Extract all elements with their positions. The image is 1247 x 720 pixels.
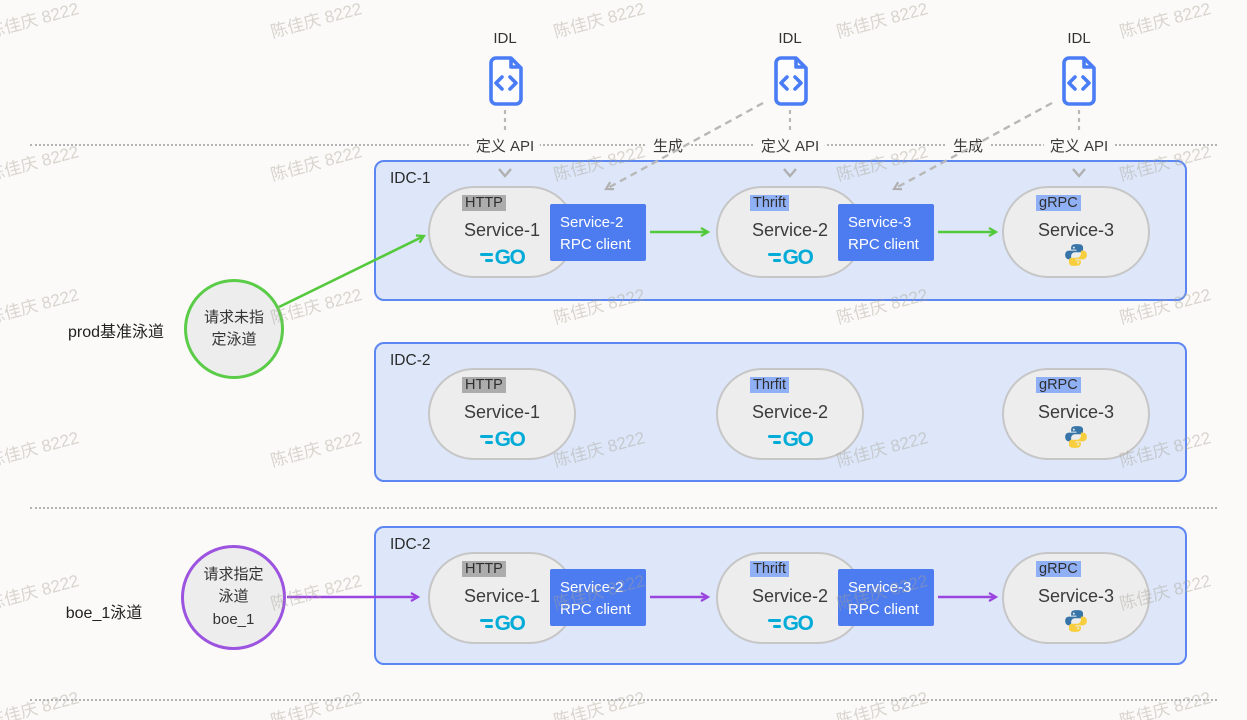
idl-label-3: IDL (1067, 30, 1091, 47)
protocol-tag: gRPC (1036, 195, 1081, 211)
service-name: Service-3 (1037, 402, 1115, 422)
circle-text-line: 请求指定 (203, 565, 264, 583)
python-logo (1004, 242, 1148, 268)
service-name: Service-1 (463, 220, 541, 240)
protocol-tag: HTTP (462, 561, 506, 577)
define-api-label-2: 定义 API (754, 135, 826, 156)
service-name: Service-1 (463, 402, 541, 422)
go-logo: GO (718, 613, 862, 634)
watermark: 陈佳庆 8222 (268, 688, 364, 720)
generate-label-1: 生成 (646, 135, 690, 156)
rpc-client-line2: RPC client (848, 600, 919, 618)
watermark: 陈佳庆 8222 (0, 688, 81, 720)
idc1-title: IDC-1 (390, 170, 431, 187)
go-logo: GO (430, 613, 574, 634)
idc2-mid-title: IDC-2 (390, 352, 431, 369)
protocol-tag: gRPC (1036, 377, 1081, 393)
watermark: 陈佳庆 8222 (268, 428, 364, 471)
idl-label-2: IDL (778, 30, 802, 47)
service-pill-idc2boe-service3: gRPC Service-3 (1002, 552, 1150, 644)
watermark: 陈佳庆 8222 (551, 688, 647, 720)
rpc-client-box-idc2boe-service2: Service-2 RPC client (550, 569, 646, 626)
go-logo: GO (718, 429, 862, 450)
rpc-client-line2: RPC client (560, 235, 631, 253)
lane-label-prod: prod基准泳道 (67, 324, 165, 341)
lane-separator-bottom (30, 699, 1217, 701)
protocol-tag: Thrfit (750, 377, 790, 393)
service-name: Service-2 (751, 586, 829, 606)
service-name: Service-3 (1037, 586, 1115, 606)
watermark: 陈佳庆 8222 (834, 0, 930, 42)
service-pill-idc2mid-service3: gRPC Service-3 (1002, 368, 1150, 460)
python-logo (1004, 608, 1148, 634)
watermark: 陈佳庆 8222 (1117, 688, 1213, 720)
protocol-tag: HTTP (462, 377, 506, 393)
protocol-tag: gRPC (1036, 561, 1081, 577)
lane-separator-middle (30, 507, 1217, 509)
watermark: 陈佳庆 8222 (0, 428, 81, 471)
rpc-client-line1: Service-3 (848, 579, 912, 596)
service-name: Service-2 (751, 402, 829, 422)
service-pill-idc2mid-service2: Thrfit Service-2 GO (716, 368, 864, 460)
service-pill-idc2mid-service1: HTTP Service-1 GO (428, 368, 576, 460)
circle-text-line: boe_1 (212, 610, 255, 628)
rpc-client-line1: Service-2 (560, 214, 624, 231)
circle-text-line: 泳道 (218, 588, 249, 606)
watermark: 陈佳庆 8222 (1117, 0, 1213, 42)
rpc-client-line1: Service-2 (560, 579, 624, 596)
lane-label-boe1: boe_1泳道 (65, 605, 143, 622)
service-name: Service-2 (751, 220, 829, 240)
circle-text-line: 定泳道 (211, 331, 257, 348)
protocol-tag: Thrift (750, 195, 790, 211)
define-api-label-1: 定义 API (469, 135, 541, 156)
idc2-boe-title: IDC-2 (390, 536, 431, 553)
idl-document-icon (774, 56, 808, 106)
go-logo: GO (718, 247, 862, 268)
watermark: 陈佳庆 8222 (0, 0, 81, 42)
python-logo (1004, 424, 1148, 450)
go-logo: GO (430, 429, 574, 450)
lane-separator-top (30, 144, 1217, 146)
go-logo: GO (430, 247, 574, 268)
service-name: Service-3 (1037, 220, 1115, 240)
watermark: 陈佳庆 8222 (834, 688, 930, 720)
service-name: Service-1 (463, 586, 541, 606)
idl-document-icon (489, 56, 523, 106)
watermark: 陈佳庆 8222 (268, 0, 364, 42)
protocol-tag: Thrift (750, 561, 790, 577)
idl-label-1: IDL (493, 30, 517, 47)
rpc-client-box-idc1-service2: Service-2 RPC client (550, 204, 646, 261)
circle-text-line: 请求未指 (203, 308, 264, 326)
rpc-client-line1: Service-3 (848, 214, 912, 231)
rpc-client-box-idc2boe-service3: Service-3 RPC client (838, 569, 934, 626)
lane-entry-circle-prod: 请求未指 定泳道 (184, 279, 284, 379)
idl-document-icon (1062, 56, 1096, 106)
rpc-client-line2: RPC client (560, 600, 631, 618)
rpc-client-line2: RPC client (848, 235, 919, 253)
generate-label-2: 生成 (946, 135, 990, 156)
protocol-tag: HTTP (462, 195, 506, 211)
rpc-client-box-idc1-service3: Service-3 RPC client (838, 204, 934, 261)
watermark: 陈佳庆 8222 (551, 0, 647, 42)
define-api-label-3: 定义 API (1043, 135, 1115, 156)
lane-entry-circle-boe1: 请求指定 泳道 boe_1 (181, 545, 286, 650)
service-pill-idc1-service3: gRPC Service-3 (1002, 186, 1150, 278)
